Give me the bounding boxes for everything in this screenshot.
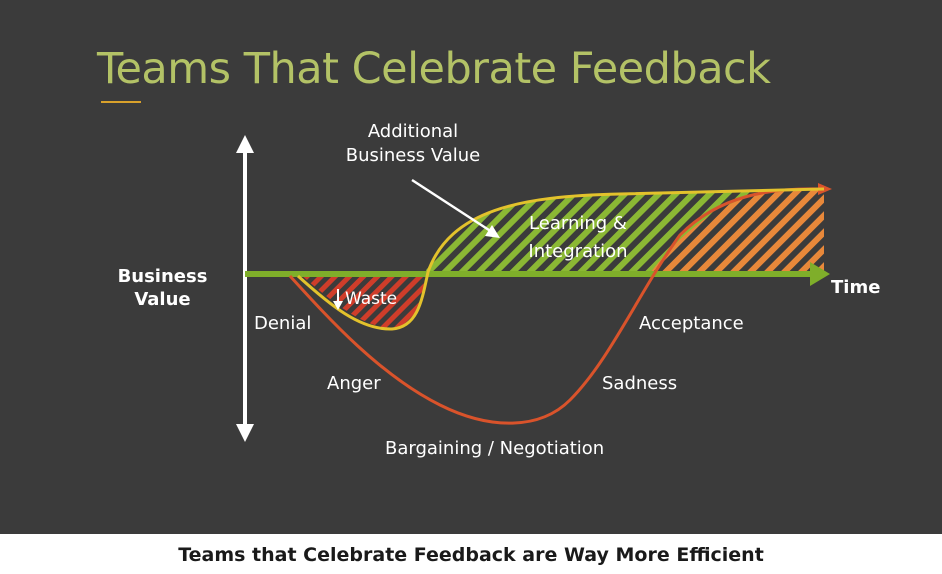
slide: Teams That Celebrate Feedback	[0, 0, 942, 534]
stage-bargaining: Bargaining / Negotiation	[385, 438, 605, 459]
change-curve-arrow	[818, 183, 832, 195]
feedback-diagram	[236, 135, 832, 442]
stage-acceptance: Acceptance	[639, 313, 744, 334]
acceptance-hatch-region	[650, 189, 824, 273]
waste-annotation: Waste	[345, 289, 398, 309]
learning-annotation: Learning & Integration	[528, 213, 628, 262]
figure-caption: Teams that Celebrate Feedback are Way Mo…	[178, 544, 764, 566]
y-axis-label: Business Value	[117, 266, 208, 310]
x-axis-label: Time	[831, 277, 881, 298]
slide-title: Teams That Celebrate Feedback	[97, 44, 771, 94]
x-axis-arrow	[810, 262, 830, 286]
y-axis-arrow-up	[236, 135, 254, 153]
annotation-pointer-head	[485, 225, 500, 238]
additional-value-annotation: Additional Business Value	[345, 121, 481, 166]
waste-arrow-head	[333, 301, 343, 310]
stage-anger: Anger	[327, 373, 381, 394]
y-axis-arrow-down	[236, 424, 254, 442]
stage-denial: Denial	[254, 313, 312, 334]
annotation-pointer	[411, 178, 493, 234]
feedback-curve	[296, 187, 825, 331]
change-curve	[288, 187, 821, 425]
stage-sadness: Sadness	[602, 373, 678, 394]
waste-hatch-region	[300, 274, 425, 329]
title-underline	[101, 101, 141, 103]
